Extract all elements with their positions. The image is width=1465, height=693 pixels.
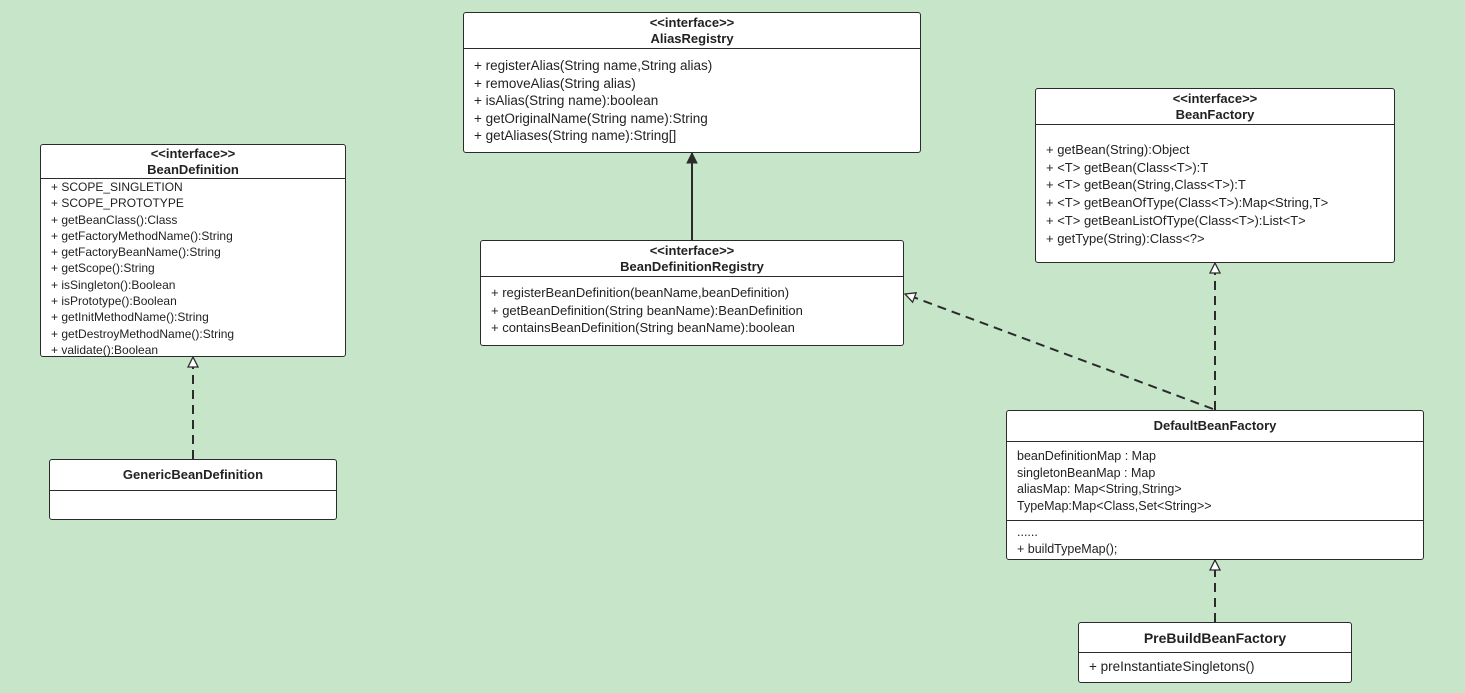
stereotype-label: <<interface>> [1172,90,1258,106]
class-header: GenericBeanDefinition [50,460,336,491]
class-header: <<interface>> BeanDefinitionRegistry [481,241,903,277]
method-item: + isAlias(String name):boolean [474,93,659,108]
method-item: + buildTypeMap(); [1017,541,1118,556]
class-name: AliasRegistry [650,30,734,46]
bean-factory-class[interactable]: <<interface>> BeanFactory + getBean(Stri… [1035,88,1395,263]
class-name: GenericBeanDefinition [122,467,264,482]
field-section: beanDefinitionMap : Map singletonBeanMap… [1007,442,1423,520]
class-header: <<interface>> BeanFactory [1036,89,1394,125]
class-header: DefaultBeanFactory [1007,411,1423,442]
default-bean-factory-class[interactable]: DefaultBeanFactory beanDefinitionMap : M… [1006,410,1424,560]
method-section: + registerAlias(String name,String alias… [464,49,920,145]
method-item: ...... [1017,525,1038,539]
realization-default-to-registry [905,294,1214,410]
bean-definition-class[interactable]: <<interface>> BeanDefinition + SCOPE_SIN… [40,144,346,357]
class-header: PreBuildBeanFactory [1079,623,1351,653]
method-item: + removeAlias(String alias) [474,75,636,91]
method-item: + getBean(String):Object [1046,142,1190,157]
member-item: + getScope():String [51,261,155,276]
method-item: + <T> getBeanListOfType(Class<T>):List<T… [1046,212,1306,228]
method-item: + registerAlias(String name,String alias… [474,58,713,73]
class-name: PreBuildBeanFactory [1143,629,1287,646]
member-item: + isSingleton():Boolean [51,277,176,292]
method-item: + getBeanDefinition(String beanName):Bea… [491,302,803,318]
generic-bean-definition-class[interactable]: GenericBeanDefinition [49,459,337,520]
method-item: + getOriginalName(String name):String [474,110,708,126]
alias-registry-class[interactable]: <<interface>> AliasRegistry + registerAl… [463,12,921,153]
member-section: + SCOPE_SINGLETION + SCOPE_PROTOTYPE + g… [41,179,345,357]
member-item: + SCOPE_SINGLETION [51,180,183,194]
class-name: BeanFactory [1175,106,1255,122]
pre-build-bean-factory-class[interactable]: PreBuildBeanFactory + preInstantiateSing… [1078,622,1352,683]
class-header: <<interface>> BeanDefinition [41,145,345,179]
member-item: + SCOPE_PROTOTYPE [51,196,184,211]
field-item: TypeMap:Map<Class,Set<String>> [1017,498,1212,513]
method-item: + containsBeanDefinition(String beanName… [491,320,795,336]
stereotype-label: <<interface>> [649,242,735,258]
method-item: + getType(String):Class<?> [1046,230,1205,246]
member-item: + getFactoryMethodName():String [51,228,233,243]
method-item: + registerBeanDefinition(beanName,beanDe… [491,285,790,300]
method-section: ...... + buildTypeMap(); [1007,520,1423,557]
stereotype-label: <<interface>> [649,14,735,30]
method-item: + preInstantiateSingletons() [1089,659,1255,674]
stereotype-label: <<interface>> [150,145,236,161]
member-item: + validate():Boolean [51,342,159,357]
field-item: aliasMap: Map<String,String> [1017,482,1182,497]
method-item: + <T> getBeanOfType(Class<T>):Map<String… [1046,195,1329,211]
class-name: DefaultBeanFactory [1153,418,1277,433]
member-item: + getFactoryBeanName():String [51,245,221,260]
member-item: + getDestroyMethodName():String [51,326,235,341]
method-section: + preInstantiateSingletons() [1079,653,1351,676]
method-item: + <T> getBean(String,Class<T>):T [1046,177,1246,193]
class-name: BeanDefinition [147,161,239,177]
member-item: + isPrototype():Boolean [51,294,177,309]
class-header: <<interface>> AliasRegistry [464,13,920,49]
member-item: + getBeanClass():Class [51,212,178,227]
method-item: + <T> getBean(Class<T>):T [1046,159,1209,175]
method-section: + registerBeanDefinition(beanName,beanDe… [481,277,903,337]
class-name: BeanDefinitionRegistry [620,258,764,274]
field-item: beanDefinitionMap : Map [1017,449,1156,463]
member-item: + getInitMethodName():String [51,310,209,325]
bean-definition-registry-class[interactable]: <<interface>> BeanDefinitionRegistry + r… [480,240,904,346]
method-section: + getBean(String):Object + <T> getBean(C… [1036,125,1394,247]
field-item: singletonBeanMap : Map [1017,465,1156,480]
method-item: + getAliases(String name):String[] [474,128,677,143]
